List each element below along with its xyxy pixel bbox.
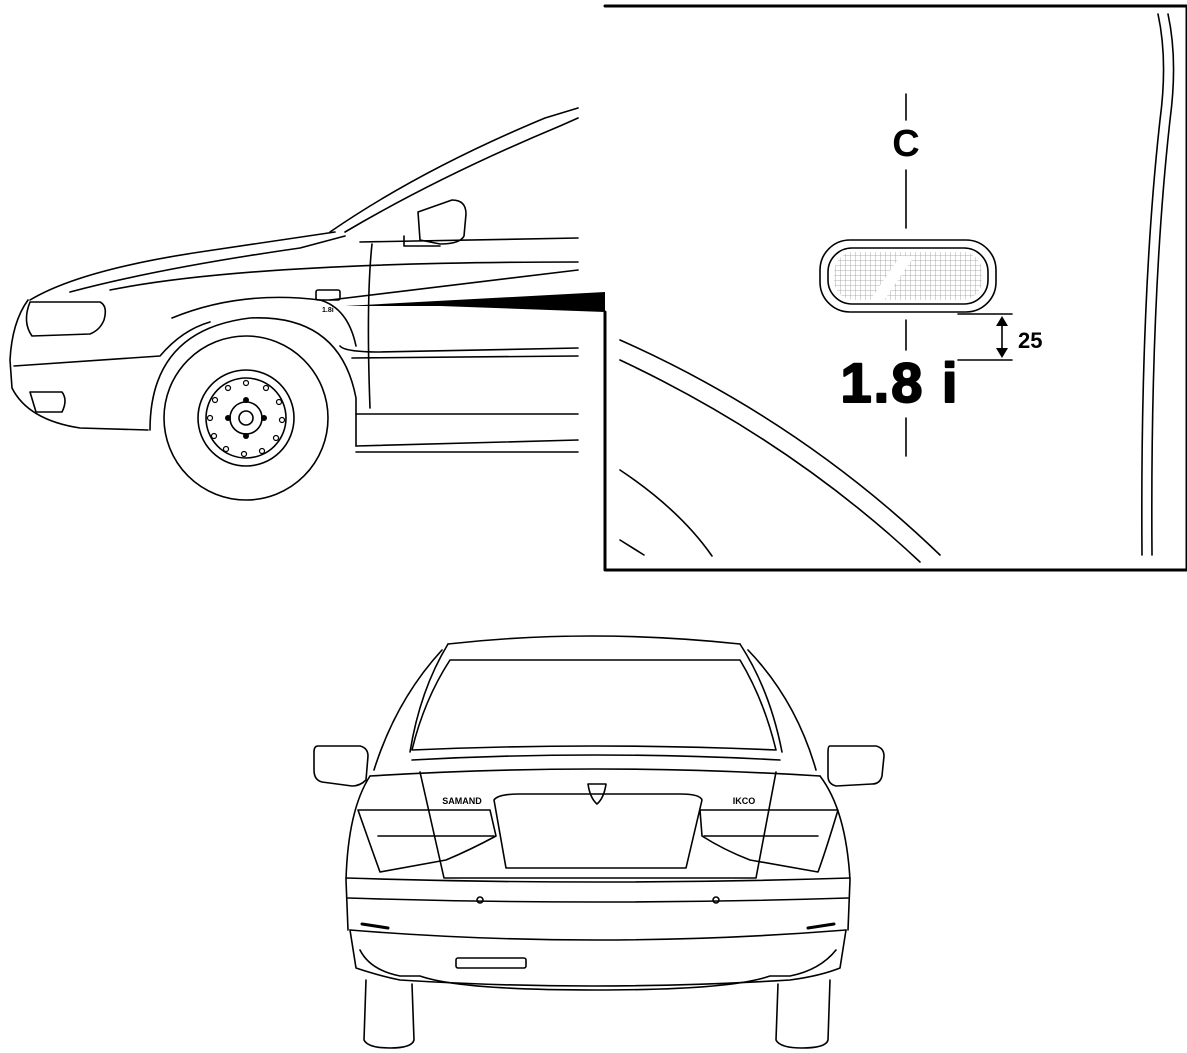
body-right: [819, 775, 851, 931]
right-reflector: [806, 922, 836, 930]
roof-top: [447, 635, 741, 645]
rear-brand-emblem: IKCO: [733, 796, 756, 806]
parking-sensor-left: [476, 896, 484, 904]
decklid-line: [369, 768, 821, 777]
brand-emblem: [587, 783, 607, 805]
headlamp: [25, 301, 107, 337]
left-tail-lamp: [357, 809, 497, 873]
body-left: [345, 775, 371, 931]
wheel-bolts: [225, 397, 267, 439]
bumper-bottom: [349, 929, 847, 987]
car-side-view: 1.8i: [9, 107, 605, 501]
rear-window: [411, 659, 777, 751]
fog-lamp: [29, 391, 66, 413]
wheel-rim: [197, 369, 295, 467]
fender-line: [171, 296, 357, 347]
c-pillar-left-inner: [409, 643, 449, 753]
rear-model-emblem: SAMAND: [442, 796, 482, 806]
left-rear-tire: [363, 979, 415, 1049]
inset-frame: [603, 4, 1187, 572]
repeater-lamp-outer: [819, 239, 997, 313]
repeater-highlight: [870, 256, 914, 300]
parking-sensor-right: [712, 896, 720, 904]
door-edge-line-1: [1141, 13, 1165, 556]
left-mirror: [313, 745, 369, 787]
bumper-crease: [347, 897, 849, 903]
dimension-value-label: 25: [1018, 328, 1042, 353]
window-belt: [359, 237, 579, 243]
side-repeater-lamp: [315, 289, 341, 301]
body-side-line-2: [351, 355, 579, 359]
wheel-rim-inner: [205, 377, 287, 459]
model-badge-text: 1.8 i: [841, 351, 960, 414]
bumper-lower: [349, 929, 847, 941]
inset-arch-line-1: [619, 339, 941, 556]
body-side-line-1: [339, 345, 579, 353]
inset-arch-line-4: [619, 539, 645, 556]
right-rear-tire: [775, 979, 831, 1049]
diffuser-line: [359, 949, 837, 991]
inset-arch-line-3: [619, 469, 713, 557]
bumper-top-line: [13, 321, 211, 367]
bumper-top: [345, 877, 851, 883]
callout-wedge: [345, 292, 605, 312]
rocker-bottom: [355, 439, 579, 447]
wheel-arch: [149, 317, 357, 447]
shoulder-line: [109, 261, 579, 291]
wheel-center-cap: [238, 410, 254, 426]
dimension-arrow-down: [996, 348, 1008, 358]
c-pillar-left-outer: [373, 649, 443, 771]
tire-outer: [163, 335, 329, 501]
hood-top-line: [29, 231, 336, 301]
c-pillar-right-inner: [739, 643, 783, 753]
inset-arch-line-2: [619, 359, 921, 563]
detail-inset: C 25 1.8 i: [603, 4, 1187, 572]
repeater-lamp-inner: [827, 247, 989, 305]
right-tail-lamp: [699, 809, 839, 873]
car-rear-view: SAMAND IKCO: [313, 635, 885, 1049]
license-plate-recess: [493, 793, 703, 869]
windshield-line-inner: [344, 117, 579, 233]
section-marker-label: C: [892, 123, 919, 165]
hood-crease: [69, 235, 346, 293]
trunk-top: [411, 754, 781, 761]
rim-holes: [206, 379, 286, 458]
rear-step-plate: [455, 957, 527, 969]
door-seam: [367, 243, 373, 409]
c-pillar-right-outer: [747, 649, 817, 771]
windshield-line-outer: [329, 107, 579, 233]
front-bumper: [9, 299, 149, 431]
right-mirror: [827, 745, 885, 787]
dimension-arrow-up: [996, 316, 1008, 326]
trunk-lid: [419, 771, 777, 879]
repeater-lens-pattern: [834, 252, 982, 300]
left-reflector: [360, 922, 390, 930]
fender-badge-small: 1.8i: [322, 307, 334, 314]
side-mirror: [417, 199, 467, 245]
wheel-hub: [229, 401, 263, 435]
door-edge-line-2: [1151, 13, 1175, 556]
shoulder-line-lower: [329, 269, 579, 301]
